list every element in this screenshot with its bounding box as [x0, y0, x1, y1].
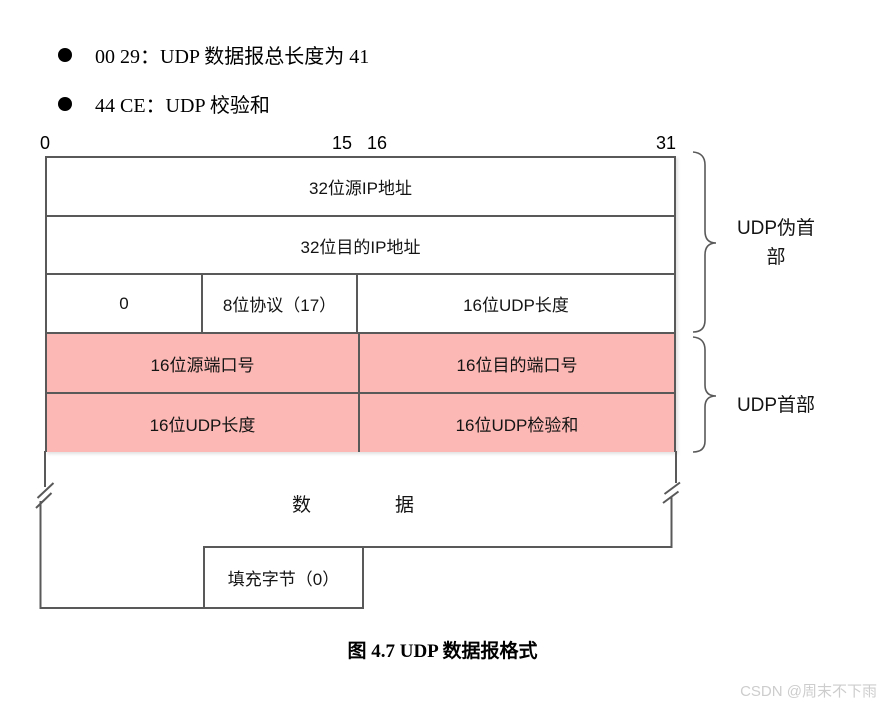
- cell-protocol: 8位协议（17）: [203, 275, 358, 332]
- padding-byte-label: 填充字节（0）: [227, 570, 340, 589]
- csdn-watermark: CSDN @周末不下雨: [740, 683, 877, 700]
- udp-header-brace: [692, 336, 717, 453]
- bullet-text: 44 CE：UDP 校验和: [95, 95, 270, 117]
- break-mark-left: [35, 482, 55, 509]
- bullet-dot-icon: [58, 96, 72, 111]
- udp-header-label: UDP首部: [736, 395, 816, 416]
- table-row-src-ip: 32位源IP地址: [47, 158, 674, 217]
- table-row-len-checksum: 16位UDP长度 16位UDP检验和: [47, 394, 674, 452]
- cell-udp-len: 16位UDP长度: [47, 394, 360, 452]
- break-mark-right: [662, 481, 681, 504]
- data-label-char2: 据: [395, 495, 415, 516]
- udp-header-table: 32位源IP地址 32位目的IP地址 0 8位协议（17） 16位UDP长度 1…: [45, 156, 676, 452]
- cell-udp-len-pseudo: 16位UDP长度: [463, 296, 569, 315]
- table-row-proto-len: 0 8位协议（17） 16位UDP长度: [47, 275, 674, 334]
- cell-dst-ip: 32位目的IP地址: [300, 237, 421, 257]
- bullet-item-udp-checksum: 44 CE：UDP 校验和: [58, 89, 270, 118]
- cell-dst-port: 16位目的端口号: [456, 355, 578, 375]
- pseudo-header-label: UDP伪首 部: [726, 214, 826, 272]
- pseudo-header-label-line2: 部: [766, 247, 786, 268]
- cell-src-port: 16位源端口号: [47, 334, 360, 392]
- cell-udp-checksum: 16位UDP检验和: [455, 415, 579, 435]
- pseudo-header-label-line1: UDP伪首: [736, 218, 816, 239]
- data-label-char1: 数: [292, 495, 312, 516]
- bit-label-15: 15: [332, 133, 353, 153]
- pseudo-header-brace: [692, 151, 717, 333]
- table-row-dst-ip: 32位目的IP地址: [47, 217, 674, 275]
- cell-zero: 0: [47, 275, 203, 332]
- bullet-dot-icon: [58, 47, 72, 62]
- data-left-border-lower: [39, 501, 204, 609]
- bit-label-0: 0: [40, 133, 51, 153]
- bullet-text: 00 29：UDP 数据报总长度为 41: [95, 46, 370, 68]
- cell-src-ip: 32位源IP地址: [309, 179, 412, 198]
- bit-label-31: 31: [656, 133, 677, 153]
- bit-label-16: 16: [367, 133, 388, 153]
- table-row-ports: 16位源端口号 16位目的端口号: [47, 334, 674, 394]
- bullet-item-udp-length: 00 29：UDP 数据报总长度为 41: [58, 40, 369, 69]
- figure-caption: 图 4.7 UDP 数据报格式: [347, 641, 538, 662]
